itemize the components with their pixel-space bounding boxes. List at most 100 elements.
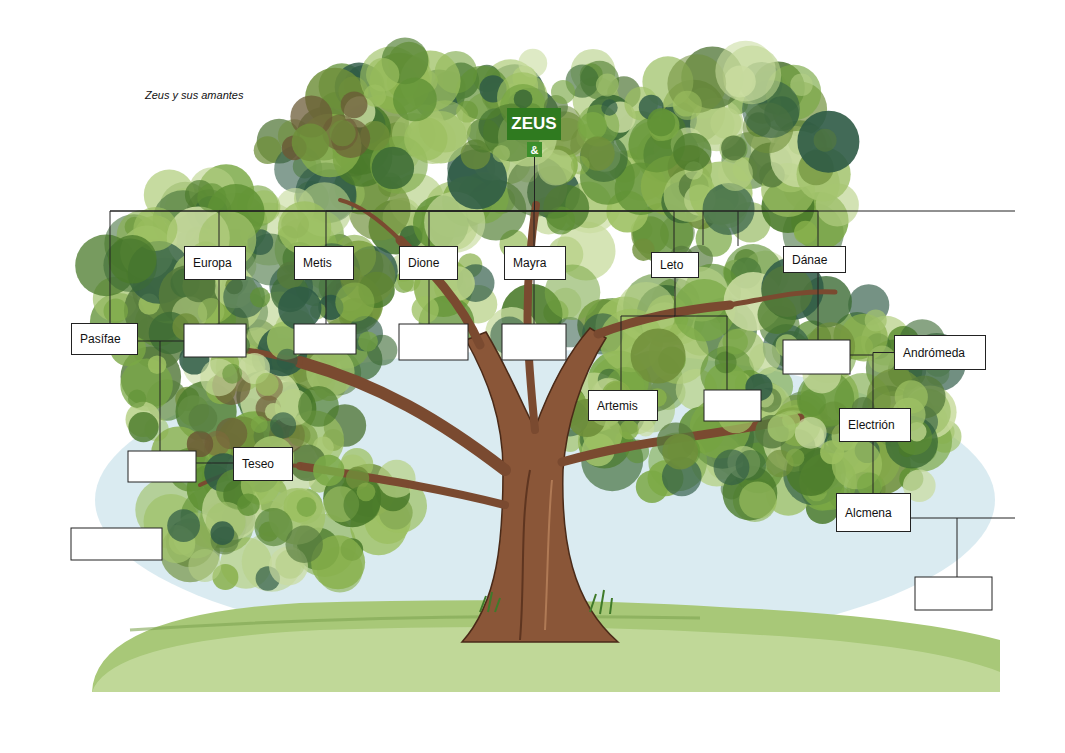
branch [730,292,835,305]
trunk-line [545,480,552,630]
foliage-blob [412,296,439,323]
tree-line [911,518,1015,519]
foliage-blob [278,286,321,329]
empty-box [71,528,162,560]
tree-line [703,211,704,245]
foliage-blob [673,91,702,120]
foliage-blob [493,145,510,162]
connector [873,442,874,493]
connector [326,157,535,246]
foliage-blob [335,283,374,322]
foliage-blob [865,309,887,331]
name-box: Electrión [839,408,911,442]
node-label: ZEUS [511,114,556,134]
foliage-blob [619,420,638,439]
empty-box [502,324,566,360]
foliage-blob [739,481,776,518]
empty-box [128,451,196,482]
foliage-blob [551,80,575,104]
foliage-blob [393,78,437,122]
tree-line [429,280,430,324]
node-label: Electrión [848,418,895,432]
node-label: Leto [660,258,683,272]
node-label: Teseo [242,457,274,471]
foliage-blob [270,412,296,438]
name-box: Mayra [504,246,566,280]
foliage-blob [128,412,158,442]
zeus-box: ZEUS [507,108,561,140]
connector [873,353,894,409]
foliage-blob [256,373,279,396]
foliage-blob [250,287,270,307]
foliage-blob [514,90,533,109]
foliage-blob [596,74,619,97]
foliage-blob [718,156,753,191]
connector [621,278,675,390]
foliage-blob [297,497,317,517]
name-box: Dione [399,246,458,280]
name-box: Metis [294,246,354,280]
foliage-blob [358,331,378,351]
connector [110,157,535,323]
name-box: Artemis [588,390,658,421]
branch [528,205,536,430]
foliage-blob [292,124,330,162]
empty-box [704,390,761,421]
trunk [200,200,835,642]
foliage-blob [211,521,235,545]
foliage-blob [148,355,167,374]
name-box: Andrómeda [894,335,986,370]
node-label: Artemis [597,399,638,413]
tree-line [196,463,233,464]
foliage-blob [814,129,837,152]
node-label: Andrómeda [903,346,965,360]
branch [598,305,730,334]
diagram-title: Zeus y sus amantes [145,89,243,101]
name-box: Teseo [233,447,293,481]
trunk-line [520,470,530,640]
foliage-blob [580,134,628,182]
foliage-blob [703,183,755,235]
foliage-blob [128,390,146,408]
foliage-blob [197,183,226,212]
ampersand-box: & [527,142,542,157]
foliage-blob [710,108,741,139]
foliage-blob [662,434,698,470]
foliage-blob [786,448,804,466]
node-label: Alcmena [845,506,892,520]
foliage-blob [673,133,711,171]
foliage-blob [251,416,268,433]
tree-line [738,211,739,246]
foliage-blob [286,526,323,563]
foliage-blob [647,108,675,136]
tree-line [957,518,958,577]
foliage-blob [237,493,260,516]
foliage-blob [538,149,574,185]
foliage-blob [794,221,817,244]
trunk-body [462,328,618,642]
node-label: Mayra [513,256,546,270]
node-label: Dione [408,256,439,270]
foliage-blob [104,299,129,324]
foliage-blob [571,156,590,175]
name-box: Dánae [783,246,846,273]
ground-stroke [130,617,700,631]
foliage-blob [820,440,844,464]
foliage-blob [357,482,376,501]
tree-line [818,273,819,340]
empty-box [783,340,850,374]
grass-tuft [590,590,612,614]
foliage-blob [749,343,780,374]
name-box: Pasífae [71,323,138,355]
name-box: Leto [651,252,699,278]
foliage-blob [714,449,750,485]
foliage-blob [108,235,156,283]
empty-box [399,324,468,360]
foliage-blob [797,111,859,173]
foliage-blob [222,364,242,384]
empty-box [915,577,992,610]
connector [535,157,819,246]
name-box: Europa [184,246,246,280]
foliage-blob [372,147,414,189]
